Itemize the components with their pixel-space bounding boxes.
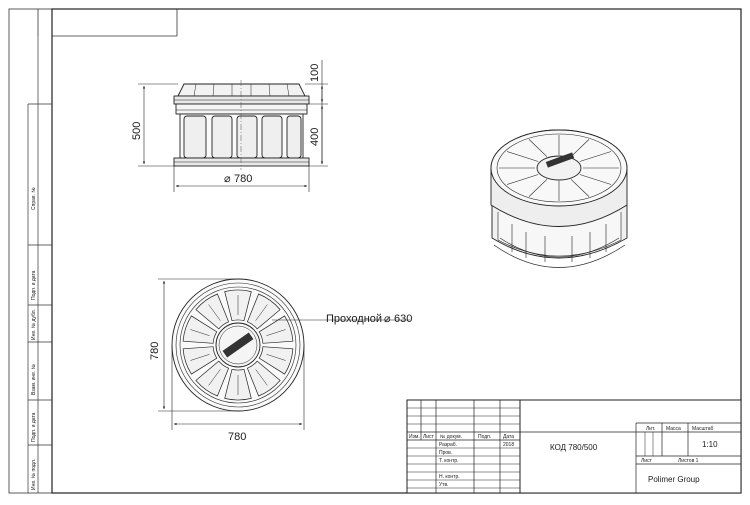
tb-scale-value: 1:10 — [702, 440, 718, 449]
passage-diameter: 630 — [394, 313, 412, 325]
cover-segment-rib — [255, 304, 268, 321]
iso-cover-rib — [579, 151, 612, 162]
tb-header-izm: Изм. — [409, 434, 420, 440]
dim-side-top: 100 — [309, 64, 321, 82]
side-label-3: Взам. инв. № — [31, 364, 37, 395]
isometric-view — [490, 129, 628, 268]
side-view — [173, 80, 310, 170]
iso-cover-rib — [506, 151, 539, 162]
side-label-5: Инв. № подл. — [31, 459, 37, 490]
iso-cover-rib — [528, 179, 548, 197]
tb-sheet: Лист — [641, 458, 653, 464]
isometric-logo — [545, 152, 575, 168]
cover-segment-rib — [266, 354, 286, 361]
tb-date: 2018 — [503, 442, 514, 448]
tb-row-ncontrol: Н. контр. — [439, 474, 460, 480]
cover-segment — [195, 360, 230, 397]
cover-segment — [182, 346, 218, 375]
iso-cover-rib — [506, 174, 539, 185]
diameter-symbol-passage: ⌀ — [384, 313, 391, 325]
cover-segment-rib — [190, 354, 210, 361]
cover-segment — [182, 315, 218, 344]
tb-row-tcontrol: Т. контр. — [439, 458, 459, 464]
tb-col-mass: Масса — [666, 426, 681, 432]
drawing-code: КОД 780/500 — [550, 443, 598, 452]
tb-header-list: Лист — [423, 434, 435, 440]
top-view-logo — [222, 332, 254, 358]
tb-row-developer: Разраб. — [439, 442, 457, 448]
cover-segment — [258, 346, 294, 375]
side-strip — [27, 36, 52, 493]
cover-segment-rib — [255, 369, 268, 386]
tb-row-check: Пров. — [439, 450, 452, 456]
side-dimensions — [138, 60, 328, 192]
side-label-1: Подп. и дата — [31, 270, 37, 300]
cover-segment-rib — [208, 304, 221, 321]
top-left-stamp — [37, 9, 178, 37]
side-label-4: Подп. и дата — [31, 412, 37, 442]
cover-segment — [258, 315, 294, 344]
top-dimensions — [158, 278, 410, 430]
dim-top-height: 780 — [149, 342, 161, 360]
title-block — [406, 399, 742, 494]
company-name: Polimer Group — [648, 475, 700, 484]
iso-cover-rib — [579, 174, 612, 185]
tb-row-approve: Утв. — [439, 482, 449, 488]
cover-segment — [246, 293, 281, 330]
passage-label: Проходной — [326, 313, 382, 325]
tb-header-doc: № докум. — [440, 434, 462, 440]
cover-segment — [195, 293, 230, 330]
tb-header-sign: Подп. — [478, 434, 491, 440]
tb-col-scale: Масштаб — [692, 426, 714, 432]
dim-side-total: 500 — [131, 122, 143, 140]
dim-side-body: 400 — [309, 128, 321, 146]
iso-cover-rib — [570, 139, 590, 157]
cover-segment-rib — [208, 369, 221, 386]
diameter-symbol-side: ⌀ — [224, 173, 231, 185]
dim-top-width: 780 — [228, 431, 246, 443]
iso-cover-rib — [570, 179, 590, 197]
inner-frame — [51, 8, 742, 494]
iso-cover-rib — [528, 139, 548, 157]
side-label-0: Справ. № — [31, 187, 37, 210]
cover-segment-rib — [266, 329, 286, 336]
tb-sheets: Листов 1 — [678, 458, 699, 464]
cover-segment-rib — [190, 329, 210, 336]
side-label-2: Инв. № дубл. — [31, 309, 37, 340]
tb-header-date: Дата — [503, 434, 514, 440]
tb-col-lit: Лит. — [646, 426, 655, 432]
cover-segment — [246, 360, 281, 397]
dim-side-diameter: 780 — [234, 173, 252, 185]
